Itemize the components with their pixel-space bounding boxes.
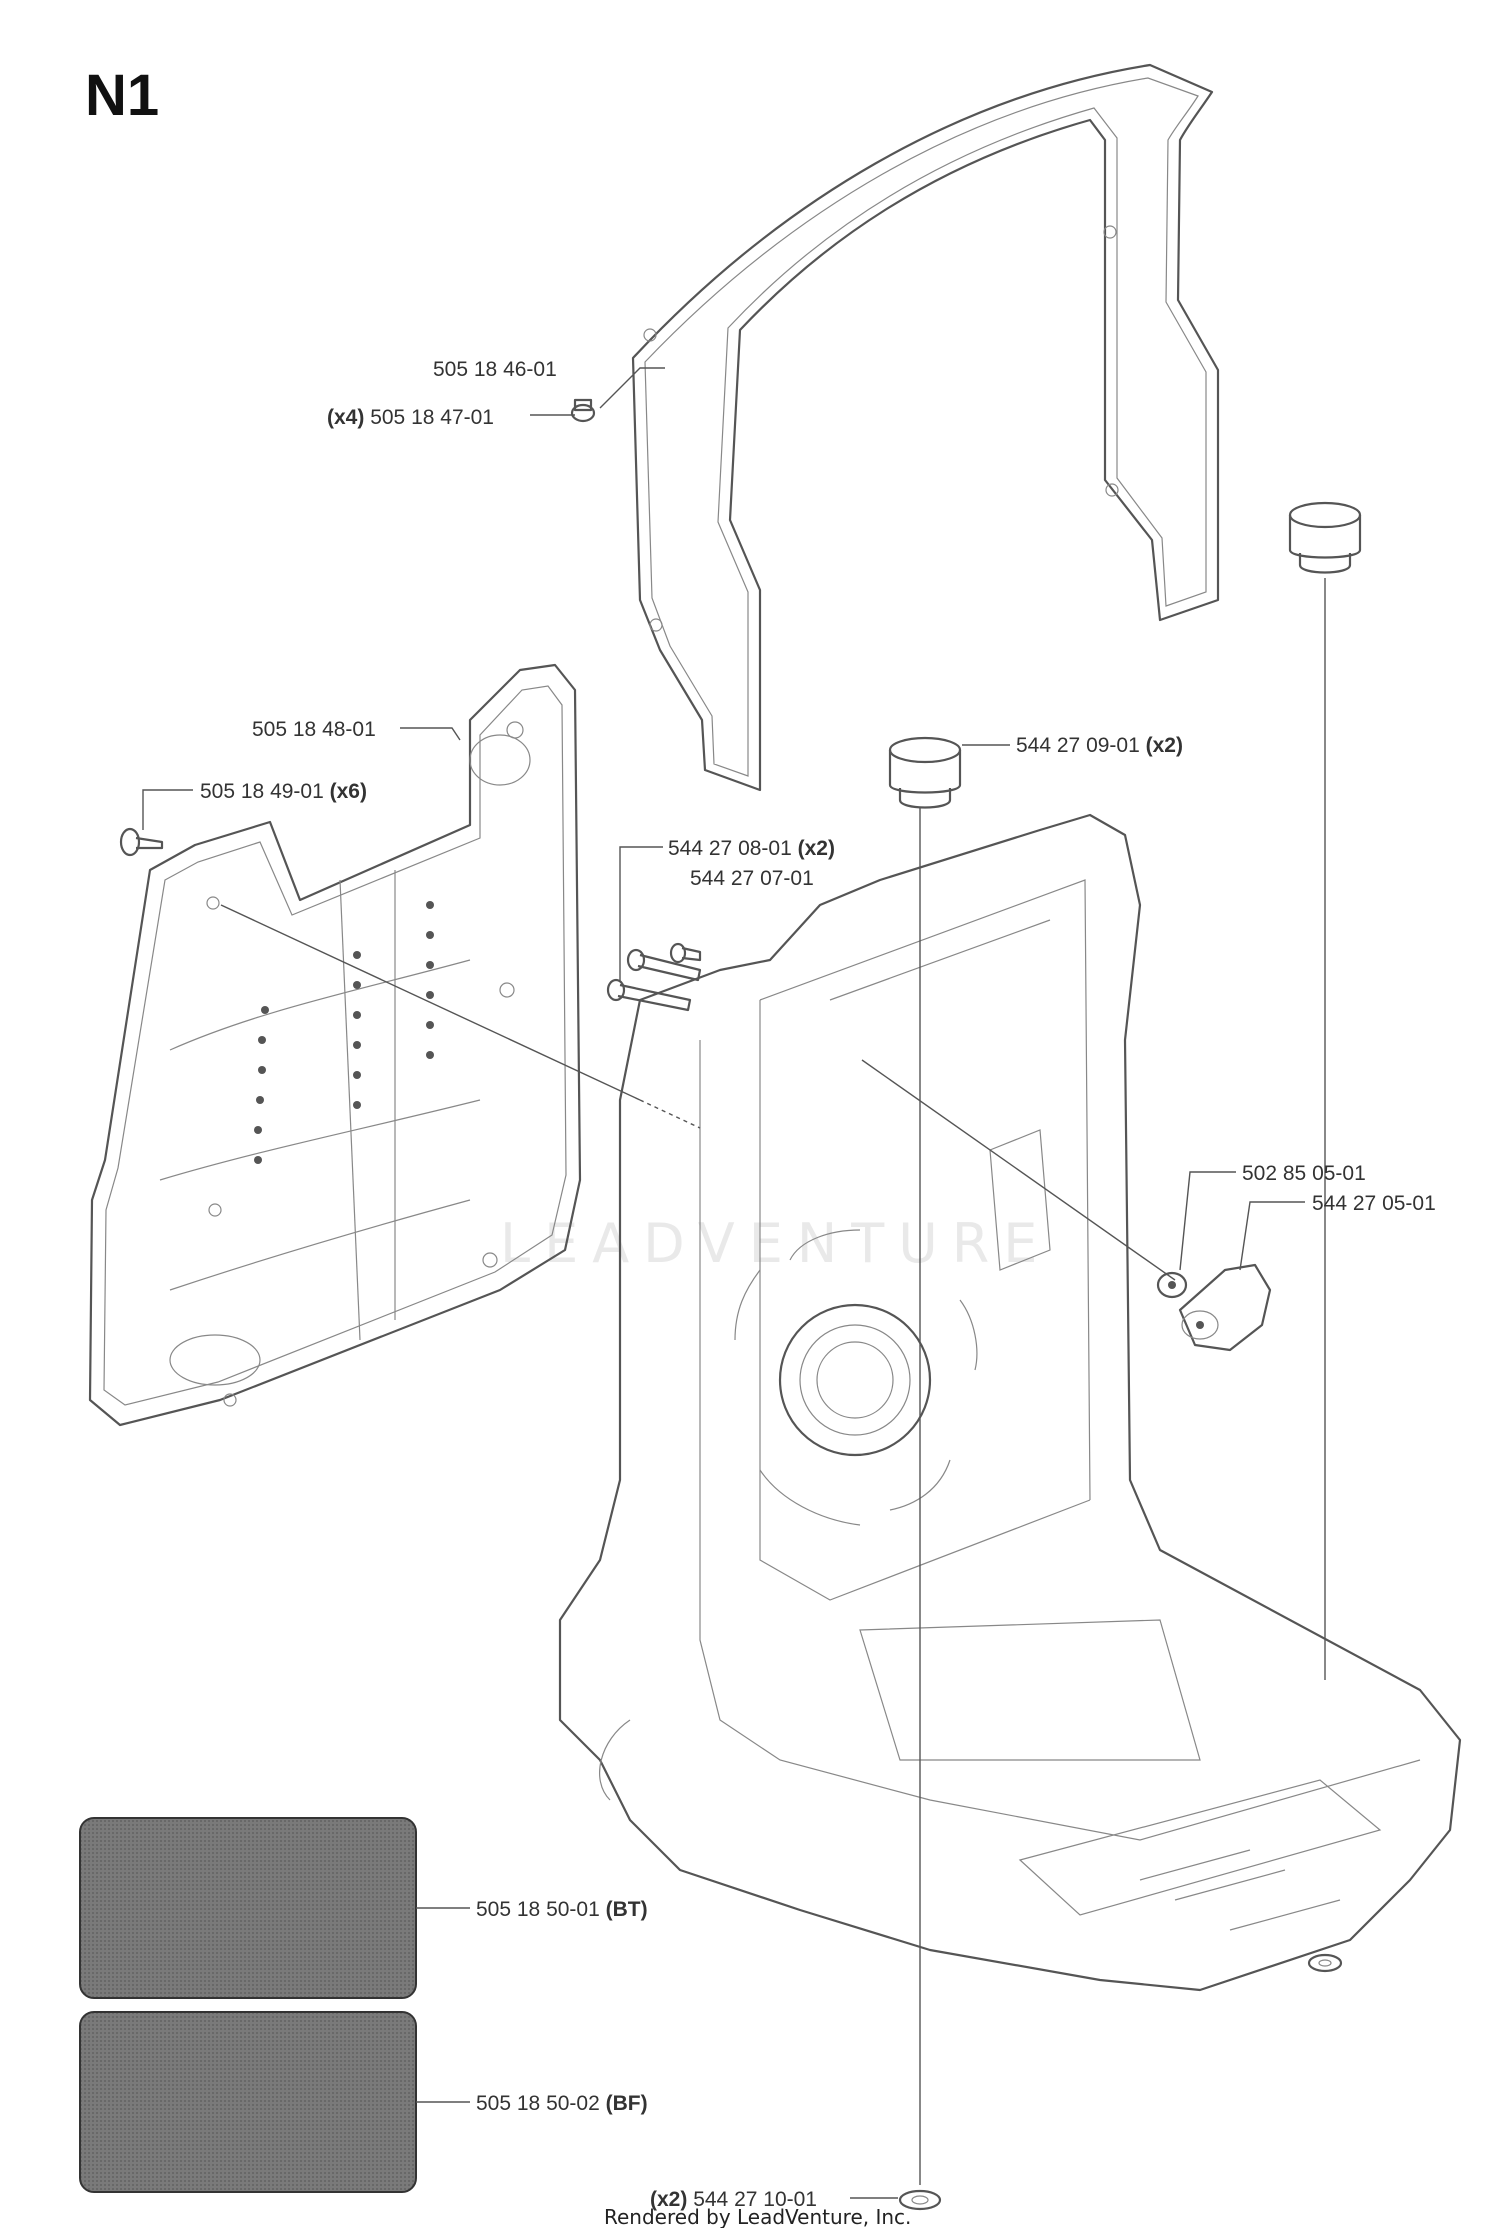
pin-part	[669, 942, 702, 964]
back-pad-part	[88, 663, 582, 1427]
label-pad-screw: 505 18 49-01 (x6)	[200, 780, 367, 803]
bracket-part	[631, 63, 1220, 792]
label-foot: (x2) 544 27 10-01	[650, 2188, 817, 2211]
part-number-bracket-screw: 505 18 47-01	[370, 406, 494, 429]
part-number-pin: 544 27 07-01	[690, 867, 814, 890]
label-bracket: 505 18 46-01	[433, 358, 557, 381]
label-decal-bf: 505 18 50-02 (BF)	[476, 2092, 648, 2115]
decal-bt-part	[79, 1817, 417, 1999]
part-number-decal-bf: 505 18 50-02	[476, 2092, 600, 2115]
qty-plug-a: (x2)	[1146, 734, 1183, 757]
part-number-decal-bt: 505 18 50-01	[476, 1898, 600, 1921]
plug-a-part	[888, 736, 962, 809]
footer-credit: Rendered by LeadVenture, Inc.	[604, 2205, 911, 2228]
part-number-foot: 544 27 10-01	[693, 2188, 817, 2211]
svg-text:505 18 49-01 (x6): 505 18 49-01 (x6)	[200, 780, 367, 803]
part-number-washer: 502 85 05-01	[1242, 1162, 1366, 1185]
svg-text:505 18 48-01: 505 18 48-01	[252, 718, 376, 741]
label-bolt: 544 27 08-01 (x2)	[668, 837, 835, 860]
svg-text:505 18 46-01: 505 18 46-01	[433, 358, 557, 381]
svg-text:505 18 50-01 (BT): 505 18 50-01 (BT)	[476, 1898, 648, 1921]
svg-text:(x4) 505 18 47-01: (x4) 505 18 47-01	[327, 406, 494, 429]
svg-text:544 27 08-01 (x2): 544 27 08-01 (x2)	[668, 837, 835, 860]
qty-bolt: (x2)	[798, 837, 835, 860]
label-washer: 502 85 05-01	[1242, 1162, 1366, 1185]
bolt-part	[606, 948, 702, 1012]
watermark: LEADVENTURE	[500, 1212, 1051, 1275]
svg-text:(x2) 544 27 10-01: (x2) 544 27 10-01	[650, 2188, 817, 2211]
part-number-bolt: 544 27 08-01	[668, 837, 792, 860]
decal-bf-part	[79, 2011, 417, 2193]
foot-part-right	[1307, 1953, 1343, 1973]
svg-text:544 27 09-01 (x2): 544 27 09-01 (x2)	[1016, 734, 1183, 757]
qty-pad-screw: (x6)	[330, 780, 367, 803]
bracket-screw-part	[570, 398, 596, 423]
label-damper: 544 27 05-01	[1312, 1192, 1436, 1215]
part-number-back-pad: 505 18 48-01	[252, 718, 376, 741]
svg-text:502 85 05-01: 502 85 05-01	[1242, 1162, 1366, 1185]
foot-part-bottom	[898, 2189, 942, 2211]
part-number-plug-a: 544 27 09-01	[1016, 734, 1140, 757]
backpack-frame-part	[558, 813, 1462, 1992]
label-plug-a: 544 27 09-01 (x2)	[1016, 734, 1183, 757]
part-number-damper: 544 27 05-01	[1312, 1192, 1436, 1215]
diagram-title: N1	[85, 63, 159, 128]
part-number-bracket: 505 18 46-01	[433, 358, 557, 381]
part-number-pad-screw: 505 18 49-01	[200, 780, 324, 803]
washer-part	[1156, 1271, 1188, 1299]
svg-text:544 27 05-01: 544 27 05-01	[1312, 1192, 1436, 1215]
label-back-pad: 505 18 48-01	[252, 718, 376, 741]
plug-b-part	[1288, 501, 1362, 574]
qty-decal-bf: (BF)	[606, 2092, 648, 2115]
pad-screw-part	[119, 827, 164, 857]
qty-bracket-screw: (x4)	[327, 406, 364, 429]
label-decal-bt: 505 18 50-01 (BT)	[476, 1898, 648, 1921]
damper-part	[1178, 1263, 1272, 1352]
label-pin: 544 27 07-01	[690, 867, 814, 890]
svg-text:505 18 50-02 (BF): 505 18 50-02 (BF)	[476, 2092, 648, 2115]
qty-foot: (x2)	[650, 2188, 687, 2211]
qty-decal-bt: (BT)	[606, 1898, 648, 1921]
svg-text:544 27 07-01: 544 27 07-01	[690, 867, 814, 890]
label-bracket-screw: (x4) 505 18 47-01	[327, 406, 494, 429]
